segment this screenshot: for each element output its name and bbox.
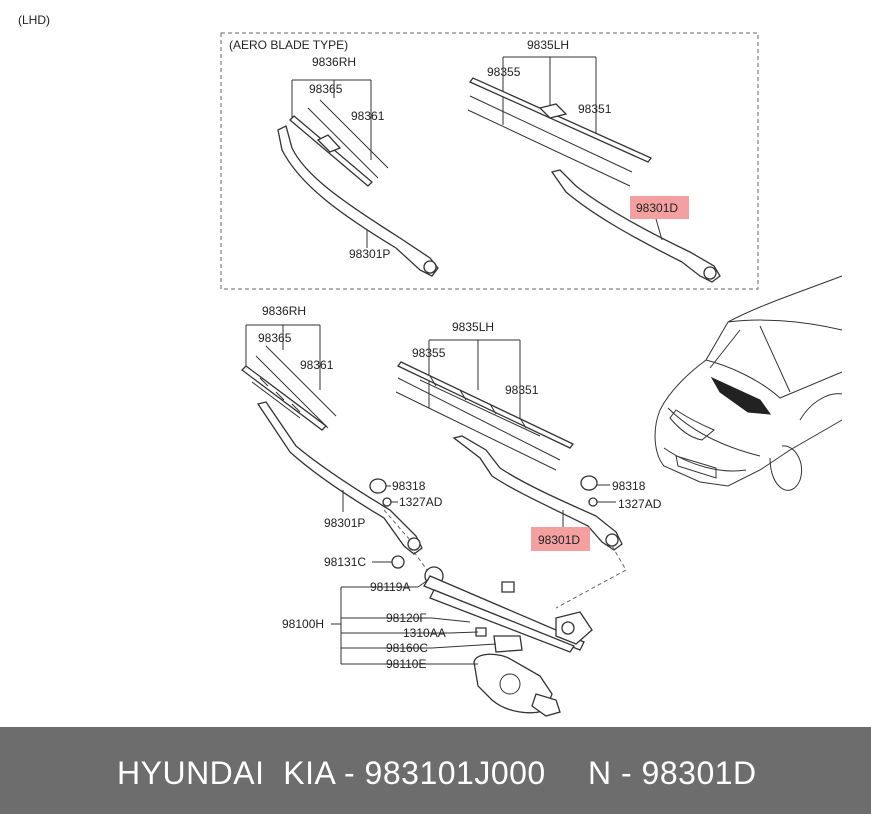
rh-insert xyxy=(255,355,329,429)
rh-arm-label: 98301P xyxy=(324,516,365,530)
cap-right-label: 98318 xyxy=(392,479,426,493)
lh-blade-label: 98351 xyxy=(505,383,539,397)
nut-right-icon xyxy=(382,497,392,507)
bracket-icon xyxy=(493,635,523,653)
lh-insert xyxy=(397,377,561,461)
aero-rh-insert-strip xyxy=(319,99,389,169)
linkage-cap-icon xyxy=(391,555,405,569)
rh-blade xyxy=(241,365,327,431)
footer-diagram-ref: N - 98301D xyxy=(588,755,757,791)
rh-insert-strip xyxy=(265,345,337,417)
cap-left-icon xyxy=(580,475,598,491)
bolt-small-icon xyxy=(475,627,487,637)
rh-arm xyxy=(256,401,423,555)
lh-set-label: 9835LH xyxy=(452,320,494,334)
aero-blade-section: (AERO BLADE TYPE) 9836RH 98365 98361 983… xyxy=(220,32,759,290)
lh-blade-frame xyxy=(419,375,541,437)
car-illustration xyxy=(654,275,843,491)
assembly-bracket-lines xyxy=(331,586,450,665)
aero-lh-insert-strip xyxy=(467,109,631,187)
aero-lh-blade xyxy=(468,77,653,163)
car-wheel-icon xyxy=(769,445,802,491)
footer-brand-partnumber: HYUNDAI KIA - 983101J000 xyxy=(117,755,546,791)
lh-arm xyxy=(452,435,623,551)
aero-rh-insert-label: 98365 xyxy=(309,82,343,96)
motor-connector-icon xyxy=(531,693,561,717)
bolt-icon xyxy=(501,581,515,593)
aero-rh-blade-label: 98361 xyxy=(351,109,385,123)
link-label: 98120F xyxy=(386,611,427,625)
nut-left-icon xyxy=(588,497,598,507)
aero-rh-insert xyxy=(307,107,379,179)
parts-diagram: (LHD) (AERO BLADE TYPE) 9836RH 98365 983… xyxy=(18,13,843,717)
lh-arm-label: 98301D xyxy=(538,533,580,547)
aero-lh-insert xyxy=(469,95,633,173)
aero-box-title: (AERO BLADE TYPE) xyxy=(229,38,348,52)
lh-leader-lines xyxy=(428,339,521,420)
cap-left-label: 98318 xyxy=(612,479,646,493)
nut-right-label: 1327AD xyxy=(399,495,443,509)
car-body-outline xyxy=(654,275,843,487)
aero-lh-arm-highlight xyxy=(630,196,689,219)
aero-rh-blade-clip xyxy=(316,134,342,153)
car-grille-icon xyxy=(675,455,717,479)
aero-lh-arm-pivot xyxy=(703,266,717,280)
aero-lh-arm-leader xyxy=(655,218,663,241)
cap-right-icon xyxy=(369,478,387,494)
lh-arm-highlight xyxy=(531,527,590,551)
main-section: 9836RH 98365 98361 98301P 98318 1327AD 9… xyxy=(241,304,662,717)
lh-arm-dash xyxy=(555,545,627,609)
bolt-label: 1310AA xyxy=(403,626,446,640)
pivot-label: 98119A xyxy=(370,580,410,594)
car-roof-line xyxy=(727,319,843,331)
aero-rh-arm-pivot xyxy=(423,260,437,274)
aero-lh-arm-label: 98301D xyxy=(636,201,678,215)
rh-set-label: 9836RH xyxy=(262,304,306,318)
pivot-right-hub xyxy=(561,621,575,635)
aero-lh-blade-label: 98351 xyxy=(578,102,612,116)
lh-blade xyxy=(397,361,574,449)
bracket-label: 98160C xyxy=(386,641,428,655)
motor-label: 98110E xyxy=(386,657,426,671)
rh-leader-lines xyxy=(245,324,321,390)
aero-lh-blade-clip xyxy=(538,103,568,119)
lhd-label: (LHD) xyxy=(18,13,50,27)
footer-bar: HYUNDAI KIA - 983101J000 N - 98301D xyxy=(0,727,871,814)
car-windshield-edges xyxy=(709,325,791,393)
aero-rh-set-label: 9836RH xyxy=(312,55,356,69)
car-headlight-icon xyxy=(669,409,715,441)
lh-arm-pivot xyxy=(605,533,619,547)
assembly-label: 98100H xyxy=(282,617,324,631)
rh-blade-label: 98361 xyxy=(300,358,334,372)
aero-lh-set-label: 9835LH xyxy=(527,38,569,52)
aero-lh-arm xyxy=(550,169,721,283)
aero-rh-leader-lines xyxy=(291,79,372,160)
rh-arm-pivot xyxy=(407,537,421,551)
lh-insert-strip xyxy=(395,391,557,471)
aero-rh-arm xyxy=(277,125,439,277)
rh-insert-label: 98365 xyxy=(258,331,292,345)
aero-rh-arm-label: 98301P xyxy=(349,247,390,261)
assembly-leaders xyxy=(417,579,497,665)
motor-gear-icon xyxy=(499,673,521,695)
linkage-rod-lower xyxy=(429,589,575,653)
linkage-cap-label: 98131C xyxy=(324,555,366,569)
car-bumper-line xyxy=(663,447,747,472)
rh-blade-frame xyxy=(251,377,301,419)
nut-left-label: 1327AD xyxy=(618,497,662,511)
car-hood-line xyxy=(667,407,761,457)
aero-box-frame xyxy=(220,32,759,290)
aero-lh-insert-label: 98355 xyxy=(487,65,521,79)
car-door-mirror xyxy=(799,393,843,421)
car-wiper-highlight-icon xyxy=(710,376,772,415)
